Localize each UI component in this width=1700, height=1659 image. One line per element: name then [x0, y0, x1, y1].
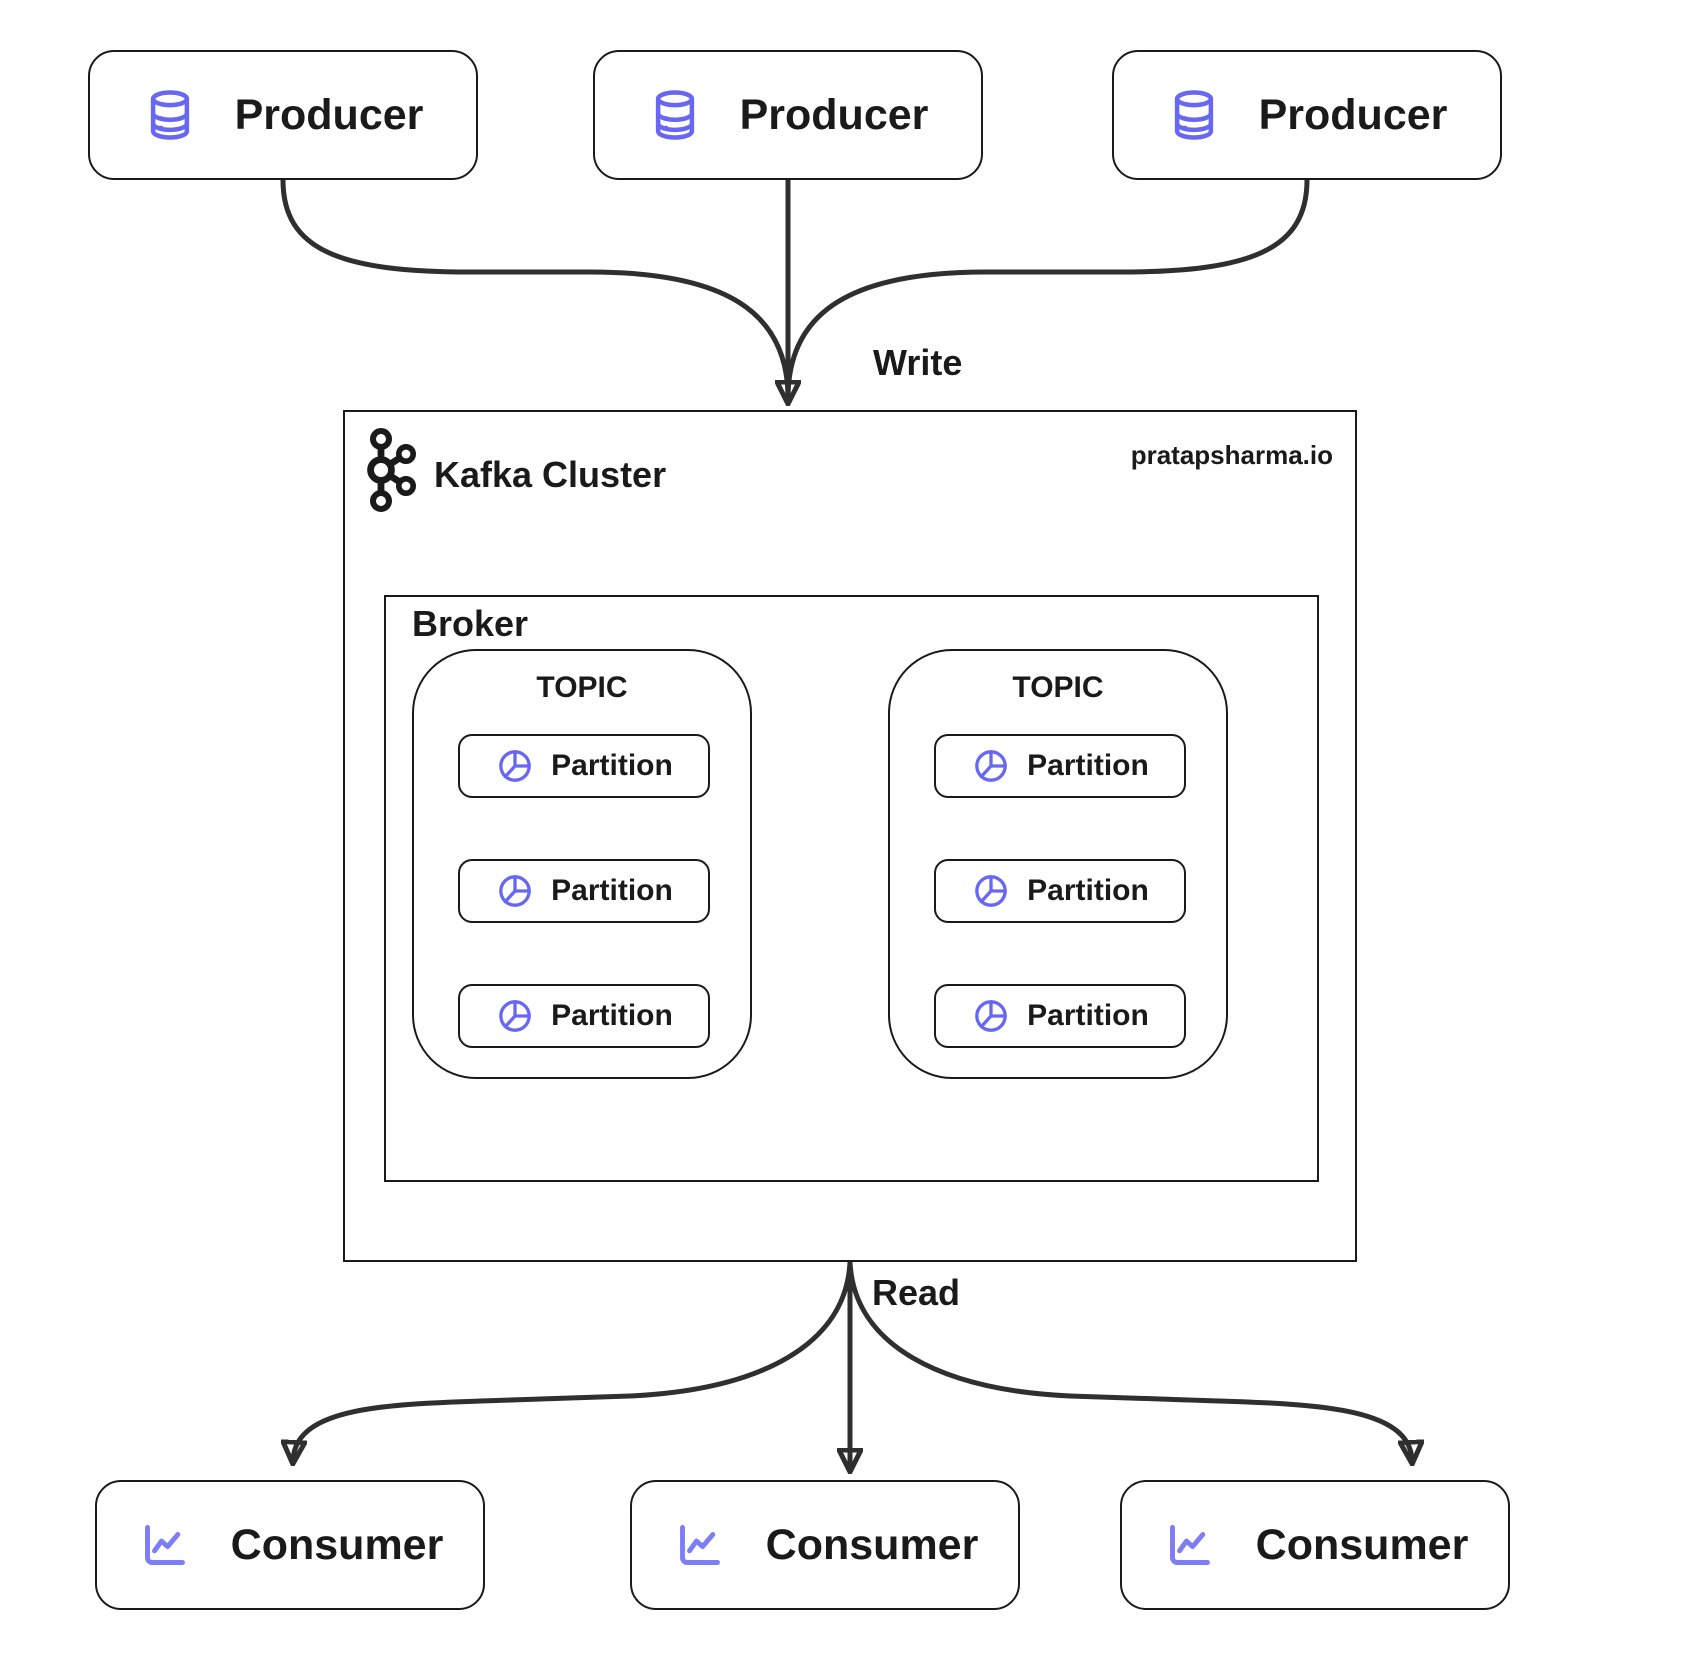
line-chart-icon [137, 1517, 193, 1573]
consumer-label: Consumer [1255, 1520, 1469, 1569]
consumer-node-3: Consumer [1120, 1480, 1510, 1610]
producer-label: Producer [1258, 90, 1448, 139]
topic-box-1: TOPIC Partition Partition [412, 649, 752, 1079]
database-icon [1167, 88, 1221, 142]
cluster-title: Kafka Cluster [434, 454, 667, 495]
write-edge-label: Write [873, 342, 963, 383]
kafka-logo-icon [355, 426, 423, 514]
partition-label: Partition [1027, 749, 1149, 782]
partition-box: Partition [458, 859, 710, 923]
pie-chart-icon [971, 996, 1011, 1036]
partition-label: Partition [551, 749, 673, 782]
consumer-node-1: Consumer [95, 1480, 485, 1610]
read-arrows [293, 1259, 1412, 1468]
producer-label: Producer [234, 90, 424, 139]
consumer-label: Consumer [765, 1520, 979, 1569]
pie-chart-icon [971, 871, 1011, 911]
database-icon [143, 88, 197, 142]
line-chart-icon [1162, 1517, 1218, 1573]
producer-node-3: Producer [1112, 50, 1502, 180]
consumer-node-2: Consumer [630, 1480, 1020, 1610]
partition-box: Partition [458, 734, 710, 798]
producer-node-2: Producer [593, 50, 983, 180]
consumer-label: Consumer [230, 1520, 444, 1569]
producer-label: Producer [739, 90, 929, 139]
broker-box: Broker TOPIC Partition [384, 595, 1319, 1182]
partition-box: Partition [934, 984, 1186, 1048]
broker-label: Broker [412, 603, 529, 644]
partition-label: Partition [551, 874, 673, 907]
line-chart-icon [672, 1517, 728, 1573]
watermark-text: pratapsharma.io [1130, 440, 1333, 470]
partition-label: Partition [551, 999, 673, 1032]
pie-chart-icon [495, 996, 535, 1036]
kafka-cluster-box: Kafka Cluster pratapsharma.io Broker TOP… [343, 410, 1357, 1262]
read-edge-label: Read [872, 1272, 961, 1313]
partition-label: Partition [1027, 874, 1149, 907]
topic-label: TOPIC [536, 671, 628, 704]
topic-label: TOPIC [1012, 671, 1104, 704]
pie-chart-icon [495, 746, 535, 786]
pie-chart-icon [971, 746, 1011, 786]
partition-label: Partition [1027, 999, 1149, 1032]
topic-box-2: TOPIC Partition Partition [888, 649, 1228, 1079]
producer-node-1: Producer [88, 50, 478, 180]
pie-chart-icon [495, 871, 535, 911]
database-icon [648, 88, 702, 142]
partition-box: Partition [934, 734, 1186, 798]
partition-box: Partition [934, 859, 1186, 923]
write-arrows [280, 177, 1310, 400]
partition-box: Partition [458, 984, 710, 1048]
